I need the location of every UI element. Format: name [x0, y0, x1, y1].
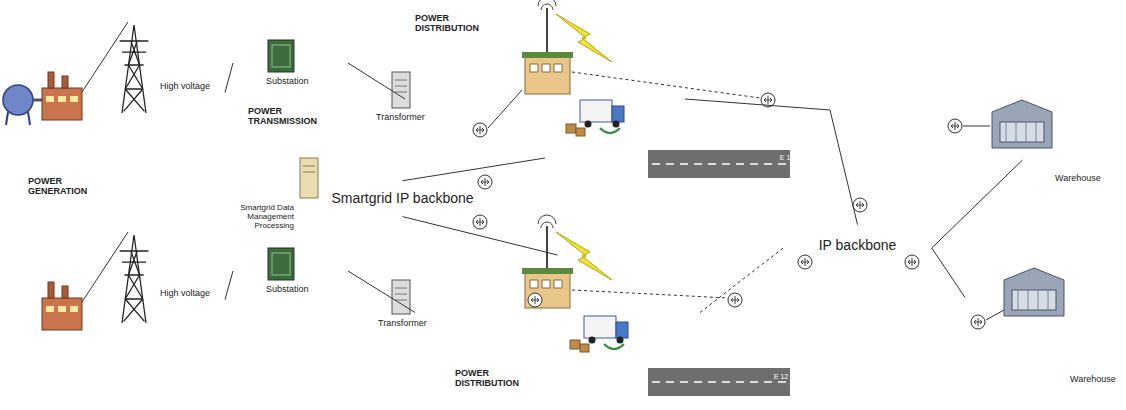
- power-plant-bottom: [42, 232, 128, 330]
- node-label: High voltage: [160, 81, 222, 91]
- backbone-cloud: Smartgrid IP backbone: [295, 175, 510, 227]
- distribution-area: POWER DISTRIBUTION: [405, 40, 685, 158]
- node-label: E 12: [780, 154, 794, 162]
- network-link: [403, 217, 558, 255]
- pylon: [120, 235, 149, 323]
- router-links: [488, 72, 1004, 320]
- network-link: [348, 271, 415, 313]
- delivery-trucks: [566, 100, 628, 352]
- substation-area: Substation: [233, 240, 348, 302]
- server-icon: [300, 158, 318, 198]
- part-label: Smartgrid Data Management Processing: [218, 203, 294, 231]
- transmission-area: High voltage: [75, 55, 225, 130]
- node-label: E 12: [774, 373, 788, 381]
- warehouse-area: Warehouse: [955, 105, 1090, 160]
- transmission-area: High voltage: [75, 262, 225, 337]
- node-label: Smartgrid IP backbone: [331, 190, 473, 206]
- ellipse-outline: [405, 40, 685, 158]
- area-heading: POWER DISTRIBUTION: [415, 13, 490, 34]
- warehouse-icons: [992, 100, 1064, 316]
- ellipse-outline: [415, 255, 700, 370]
- node-label: Warehouse: [1070, 374, 1126, 384]
- area-heading: POWER DISTRIBUTION: [455, 368, 530, 389]
- pylon: [120, 25, 149, 113]
- ellipse-outline: [75, 262, 225, 337]
- road-sign: E 12: [776, 153, 798, 164]
- network-link: [932, 248, 965, 298]
- network-link: [348, 63, 405, 99]
- base-station-top: [522, 0, 612, 94]
- node-label: Substation: [266, 284, 326, 294]
- node-label: Warehouse: [1055, 173, 1115, 183]
- ellipse-outline: [965, 270, 1105, 325]
- ellipse-outline: [75, 55, 225, 130]
- part-label: Transformer: [378, 318, 438, 328]
- network-link: [403, 158, 546, 181]
- distribution-area: POWER DISTRIBUTION: [415, 255, 700, 370]
- section-heading: POWER TRANSMISSION: [248, 106, 333, 127]
- part-label: Transformer: [376, 112, 436, 122]
- backbone-cloud: IP backbone: [775, 218, 940, 278]
- node-label: IP backbone: [819, 237, 897, 253]
- node-label: High voltage: [160, 288, 222, 298]
- base-station-bottom: [522, 215, 612, 308]
- routers: [473, 93, 985, 329]
- network-link: [225, 271, 233, 300]
- roads: [648, 150, 790, 396]
- road-sign: E 12: [770, 372, 792, 383]
- network-link: [932, 160, 1023, 248]
- substation-area: Substation: [233, 32, 348, 94]
- section-heading: POWER GENERATION: [28, 176, 98, 197]
- ellipse-outline: [955, 105, 1090, 160]
- power-plant-top: [3, 22, 128, 125]
- warehouse-area: Warehouse: [965, 270, 1105, 325]
- node-label: Substation: [266, 76, 326, 86]
- network-link: [700, 248, 783, 313]
- network-link: [685, 99, 858, 225]
- network-link: [225, 63, 233, 93]
